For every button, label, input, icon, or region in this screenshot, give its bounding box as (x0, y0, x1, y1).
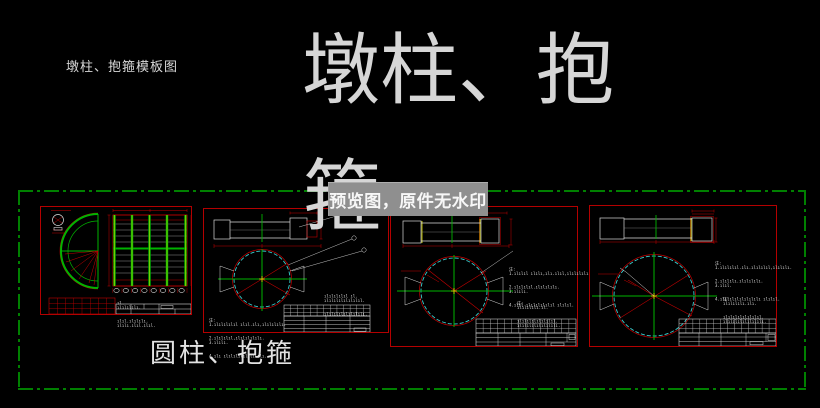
panel-hoop-detail-2: 注:1.ılılıl ılılı,ılı.ılıl,ılılılılı. 2.ı… (390, 206, 591, 347)
parts-schedule-table (48, 297, 116, 314)
watermark-text: 预览图，原件无水印 (329, 191, 487, 211)
bolt-grid-right (695, 221, 709, 237)
panel-hoop-detail-3: 注:1.ılılılıl.ılı.ılılılıl,ılılılı. 2.ılı… (589, 205, 792, 347)
panel1-notes: ıl.ılılılılı. ılıl.ılılılı.ılılı.ılıl.ıl… (117, 301, 156, 328)
concrete-speckle (241, 257, 288, 304)
bolt-grid-right (484, 222, 497, 238)
sheet-frame-bottom (18, 388, 806, 390)
panel3-notes: 注:1.ılılıl ılılı,ılı.ılıl,ılılılılı. 2.ı… (509, 267, 591, 308)
panel3-drawing (397, 211, 577, 346)
doc-title-label: 墩柱、抱箍模板图 (66, 59, 179, 74)
bolt-grid-left (603, 221, 623, 236)
panel4-drawing (592, 209, 776, 346)
sheet-caption: 圆柱、抱箍 (150, 338, 296, 368)
panel-template-layout: ıl.ılılılılı. ılıl.ılılılı.ılılı.ılıl.ıl… (40, 206, 192, 328)
panel1-drawing (48, 209, 191, 314)
watermark-banner: 预览图，原件无水印 (328, 182, 488, 216)
bolt-grid-left (406, 224, 419, 239)
panel4-notes-2: 注:ılılılılı.ılı. ılılılılılılılıl.ılılıl… (723, 297, 767, 324)
panel3-notes-2: 注:ılılılılı.ıl. ılılılılılılılıl.ılılılı… (517, 301, 561, 328)
panel2-side-notes: ılılılılıl ıl.ılılılılılılılıl. ılılılıl… (324, 294, 368, 317)
panel-hoop-detail-1: 注:1.ılılılılıl ılıl.ılı,ılılılılı. 2.ılı… (203, 208, 389, 359)
sheet-frame-left (18, 190, 20, 390)
big-title-line1: 墩柱、抱 (302, 26, 615, 114)
sheet-frame-right (804, 190, 806, 390)
bolt-grid-left (217, 223, 229, 237)
panel2-notes: 注:1.ılılılılıl ılıl.ılı,ılılılılı. 2.ılı… (209, 318, 287, 359)
panel4-notes: 注:1.ılılılıl.ılı.ılılılıl,ılılılı. 2.ılı… (715, 261, 793, 302)
